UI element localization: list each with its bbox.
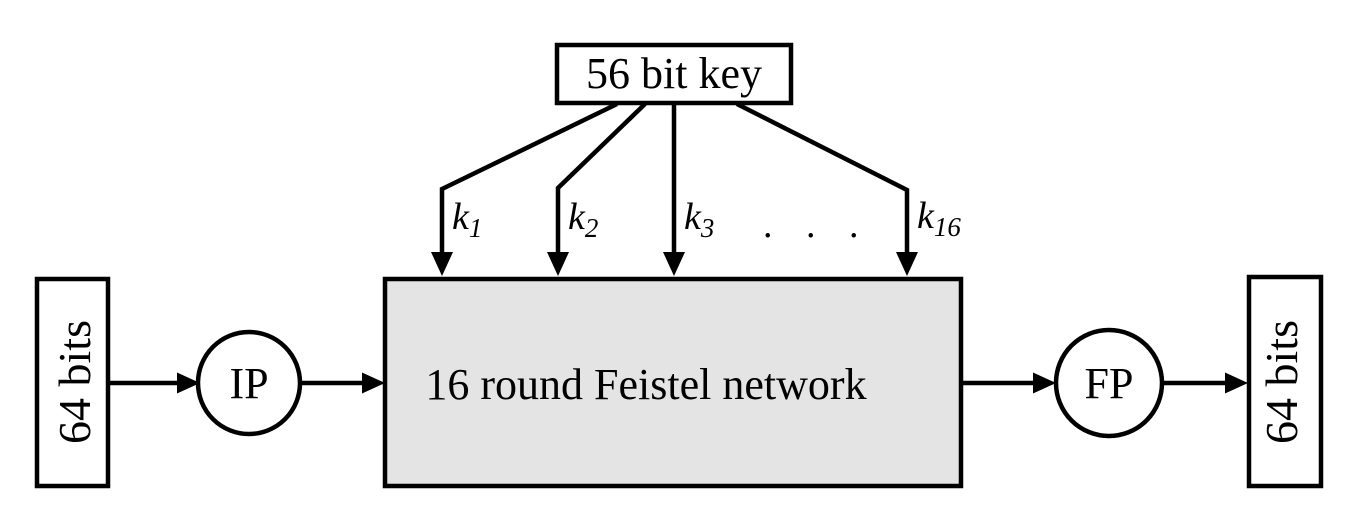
output-box <box>1246 274 1324 489</box>
feistel-box <box>382 276 964 489</box>
subkey-k16-base: k <box>917 195 935 237</box>
output-box-label: 64 bits <box>1256 320 1307 444</box>
subkey-k3-sub: 3 <box>700 213 715 243</box>
input-box-label: 64 bits <box>49 320 100 444</box>
subkey-label-k3: k3 <box>684 196 714 243</box>
subkey-label-k1: k1 <box>452 196 482 243</box>
ip-label: IP <box>229 359 268 408</box>
subkey-ellipsis: . . . <box>763 204 871 246</box>
key-box-group: 56 bit key <box>554 42 794 106</box>
subkey-arrow-2 <box>555 102 647 254</box>
ip-node <box>195 329 303 437</box>
subkey-arrow-16 <box>735 101 910 254</box>
key-box-label: 56 bit key <box>586 49 762 98</box>
arrowhead-feistel-to-fp <box>1033 372 1056 394</box>
output-flow-group: FP 64 bits <box>963 274 1324 489</box>
subkey-k16-sub: 16 <box>934 212 962 242</box>
key-box <box>554 42 794 106</box>
fp-label: FP <box>1085 359 1134 408</box>
input-box <box>34 276 111 489</box>
subkey-arrowhead-16 <box>896 252 918 276</box>
subkey-k2-base: k <box>568 196 586 238</box>
arrowhead-fp-to-output <box>1225 372 1248 394</box>
subkey-label-k16: k16 <box>917 195 961 242</box>
subkey-arrowhead-1 <box>431 252 453 276</box>
subkey-k1-base: k <box>452 196 470 238</box>
subkey-k3-base: k <box>684 196 702 238</box>
arrowhead-ip-to-feistel <box>362 372 385 394</box>
subkey-arrow-1 <box>439 101 618 254</box>
feistel-box-group: 16 round Feistel network <box>382 276 964 489</box>
input-flow-group: 64 bits IP <box>34 276 385 489</box>
subkey-label-k2: k2 <box>568 196 598 243</box>
subkey-k2-sub: 2 <box>585 213 599 243</box>
subkey-arrows-group: k1 k2 k3 . . . k16 <box>431 101 961 276</box>
arrowhead-input-to-ip <box>177 372 200 394</box>
feistel-box-label: 16 round Feistel network <box>425 360 866 409</box>
subkey-arrowhead-2 <box>547 252 569 276</box>
subkey-k1-sub: 1 <box>469 213 483 243</box>
subkey-arrowhead-3 <box>663 252 685 276</box>
